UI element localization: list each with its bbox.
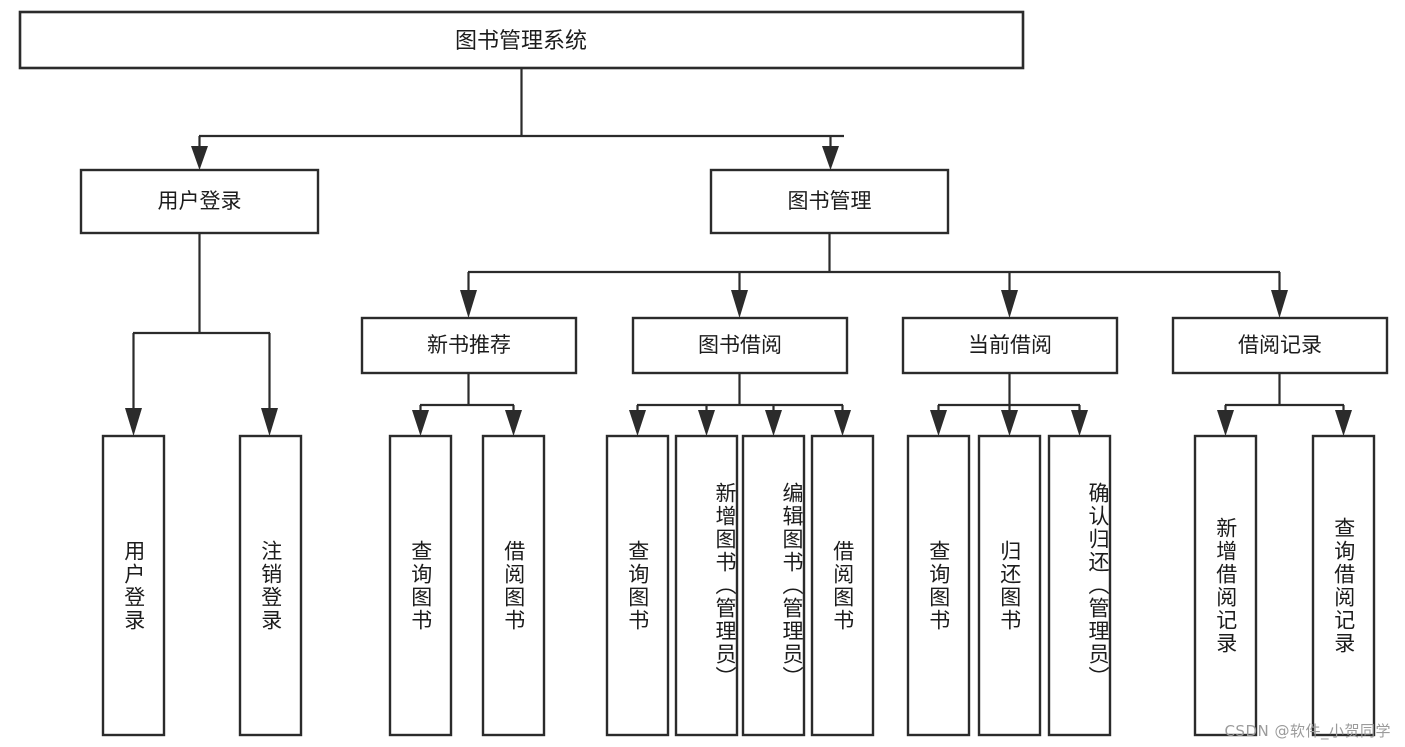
edge-borrowrecords-to-leaves bbox=[1217, 373, 1352, 436]
leaf-box-borrow-book-1[interactable] bbox=[481, 434, 546, 737]
node-book-management[interactable]: 图书管理 bbox=[709, 168, 950, 235]
leaf-box-return-book[interactable] bbox=[977, 434, 1042, 737]
leaf-box-add-borrow-record[interactable] bbox=[1193, 434, 1258, 737]
leaf-box-user-login[interactable] bbox=[101, 434, 166, 737]
edge-currentborrow-to-leaves bbox=[930, 373, 1088, 436]
arrowhead-leaf-user-login bbox=[125, 408, 142, 436]
arrowhead-bookborrow-leaf-2 bbox=[698, 410, 715, 436]
arrowhead-newbook-leaf-1 bbox=[412, 410, 429, 436]
book-management-box-shape bbox=[709, 168, 950, 235]
arrowhead-currentborrow-leaf-2 bbox=[1001, 410, 1018, 436]
new-book-recommend-box-shape bbox=[360, 316, 578, 375]
borrow-records-box-shape bbox=[1171, 316, 1389, 375]
leaf-boxes bbox=[101, 434, 1376, 737]
arrowhead-user-login bbox=[191, 146, 208, 170]
csdn-watermark: CSDN @软件_小贺同学 bbox=[1224, 722, 1391, 740]
arrowhead-book-manage bbox=[822, 146, 839, 170]
new-book-recommend-box-label: 新书推荐 bbox=[427, 333, 511, 357]
user-login-box-label: 用户登录 bbox=[158, 189, 242, 213]
edge-bookborrow-to-leaves bbox=[629, 373, 851, 436]
current-borrow-box-label: 当前借阅 bbox=[968, 333, 1052, 357]
leaf-box-query-book-1[interactable] bbox=[388, 434, 453, 737]
arrowhead-new-book-recommend bbox=[460, 290, 477, 318]
arrowhead-leaf-logout bbox=[261, 408, 278, 436]
arrowhead-borrowrecords-leaf-2 bbox=[1335, 410, 1352, 436]
arrowhead-current-borrow bbox=[1001, 290, 1018, 318]
book-management-box-label: 图书管理 bbox=[788, 189, 872, 213]
arrowhead-currentborrow-leaf-1 bbox=[930, 410, 947, 436]
edge-root-to-level2 bbox=[191, 68, 844, 170]
node-user-login[interactable]: 用户登录 bbox=[79, 168, 320, 235]
node-root[interactable]: 图书管理系统 bbox=[18, 10, 1025, 70]
arrowhead-newbook-leaf-2 bbox=[505, 410, 522, 436]
leaf-box-add-book-admin[interactable] bbox=[674, 434, 739, 737]
leaf-box-logout[interactable] bbox=[238, 434, 303, 737]
leaf-box-confirm-return-admin[interactable] bbox=[1047, 434, 1112, 737]
node-current-borrow[interactable]: 当前借阅 bbox=[901, 316, 1119, 375]
borrow-records-box-label: 借阅记录 bbox=[1238, 333, 1322, 357]
node-book-borrow[interactable]: 图书借阅 bbox=[631, 316, 849, 375]
edge-newbook-to-leaves bbox=[412, 373, 522, 436]
root-box-shape bbox=[18, 10, 1025, 70]
arrowhead-borrowrecords-leaf-1 bbox=[1217, 410, 1234, 436]
root-box-label: 图书管理系统 bbox=[455, 29, 587, 54]
node-borrow-records[interactable]: 借阅记录 bbox=[1171, 316, 1389, 375]
arrowhead-bookborrow-leaf-4 bbox=[834, 410, 851, 436]
leaf-box-query-book-3[interactable] bbox=[906, 434, 971, 737]
node-new-book-recommend[interactable]: 新书推荐 bbox=[360, 316, 578, 375]
book-borrow-box-shape bbox=[631, 316, 849, 375]
arrowhead-bookborrow-leaf-3 bbox=[765, 410, 782, 436]
arrowhead-borrow-records bbox=[1271, 290, 1288, 318]
arrowhead-currentborrow-leaf-3 bbox=[1071, 410, 1088, 436]
leaf-box-query-book-2[interactable] bbox=[605, 434, 670, 737]
book-borrow-box-label: 图书借阅 bbox=[698, 333, 782, 357]
leaf-box-edit-book-admin[interactable] bbox=[741, 434, 806, 737]
arrowhead-book-borrow bbox=[731, 290, 748, 318]
current-borrow-box-shape bbox=[901, 316, 1119, 375]
leaf-box-borrow-book-2[interactable] bbox=[810, 434, 875, 737]
leaf-box-query-borrow-record[interactable] bbox=[1311, 434, 1376, 737]
edge-bookmgmt-to-level3 bbox=[460, 233, 1288, 318]
arrowhead-bookborrow-leaf-1 bbox=[629, 410, 646, 436]
edge-userlogin-to-leaves bbox=[125, 233, 278, 436]
